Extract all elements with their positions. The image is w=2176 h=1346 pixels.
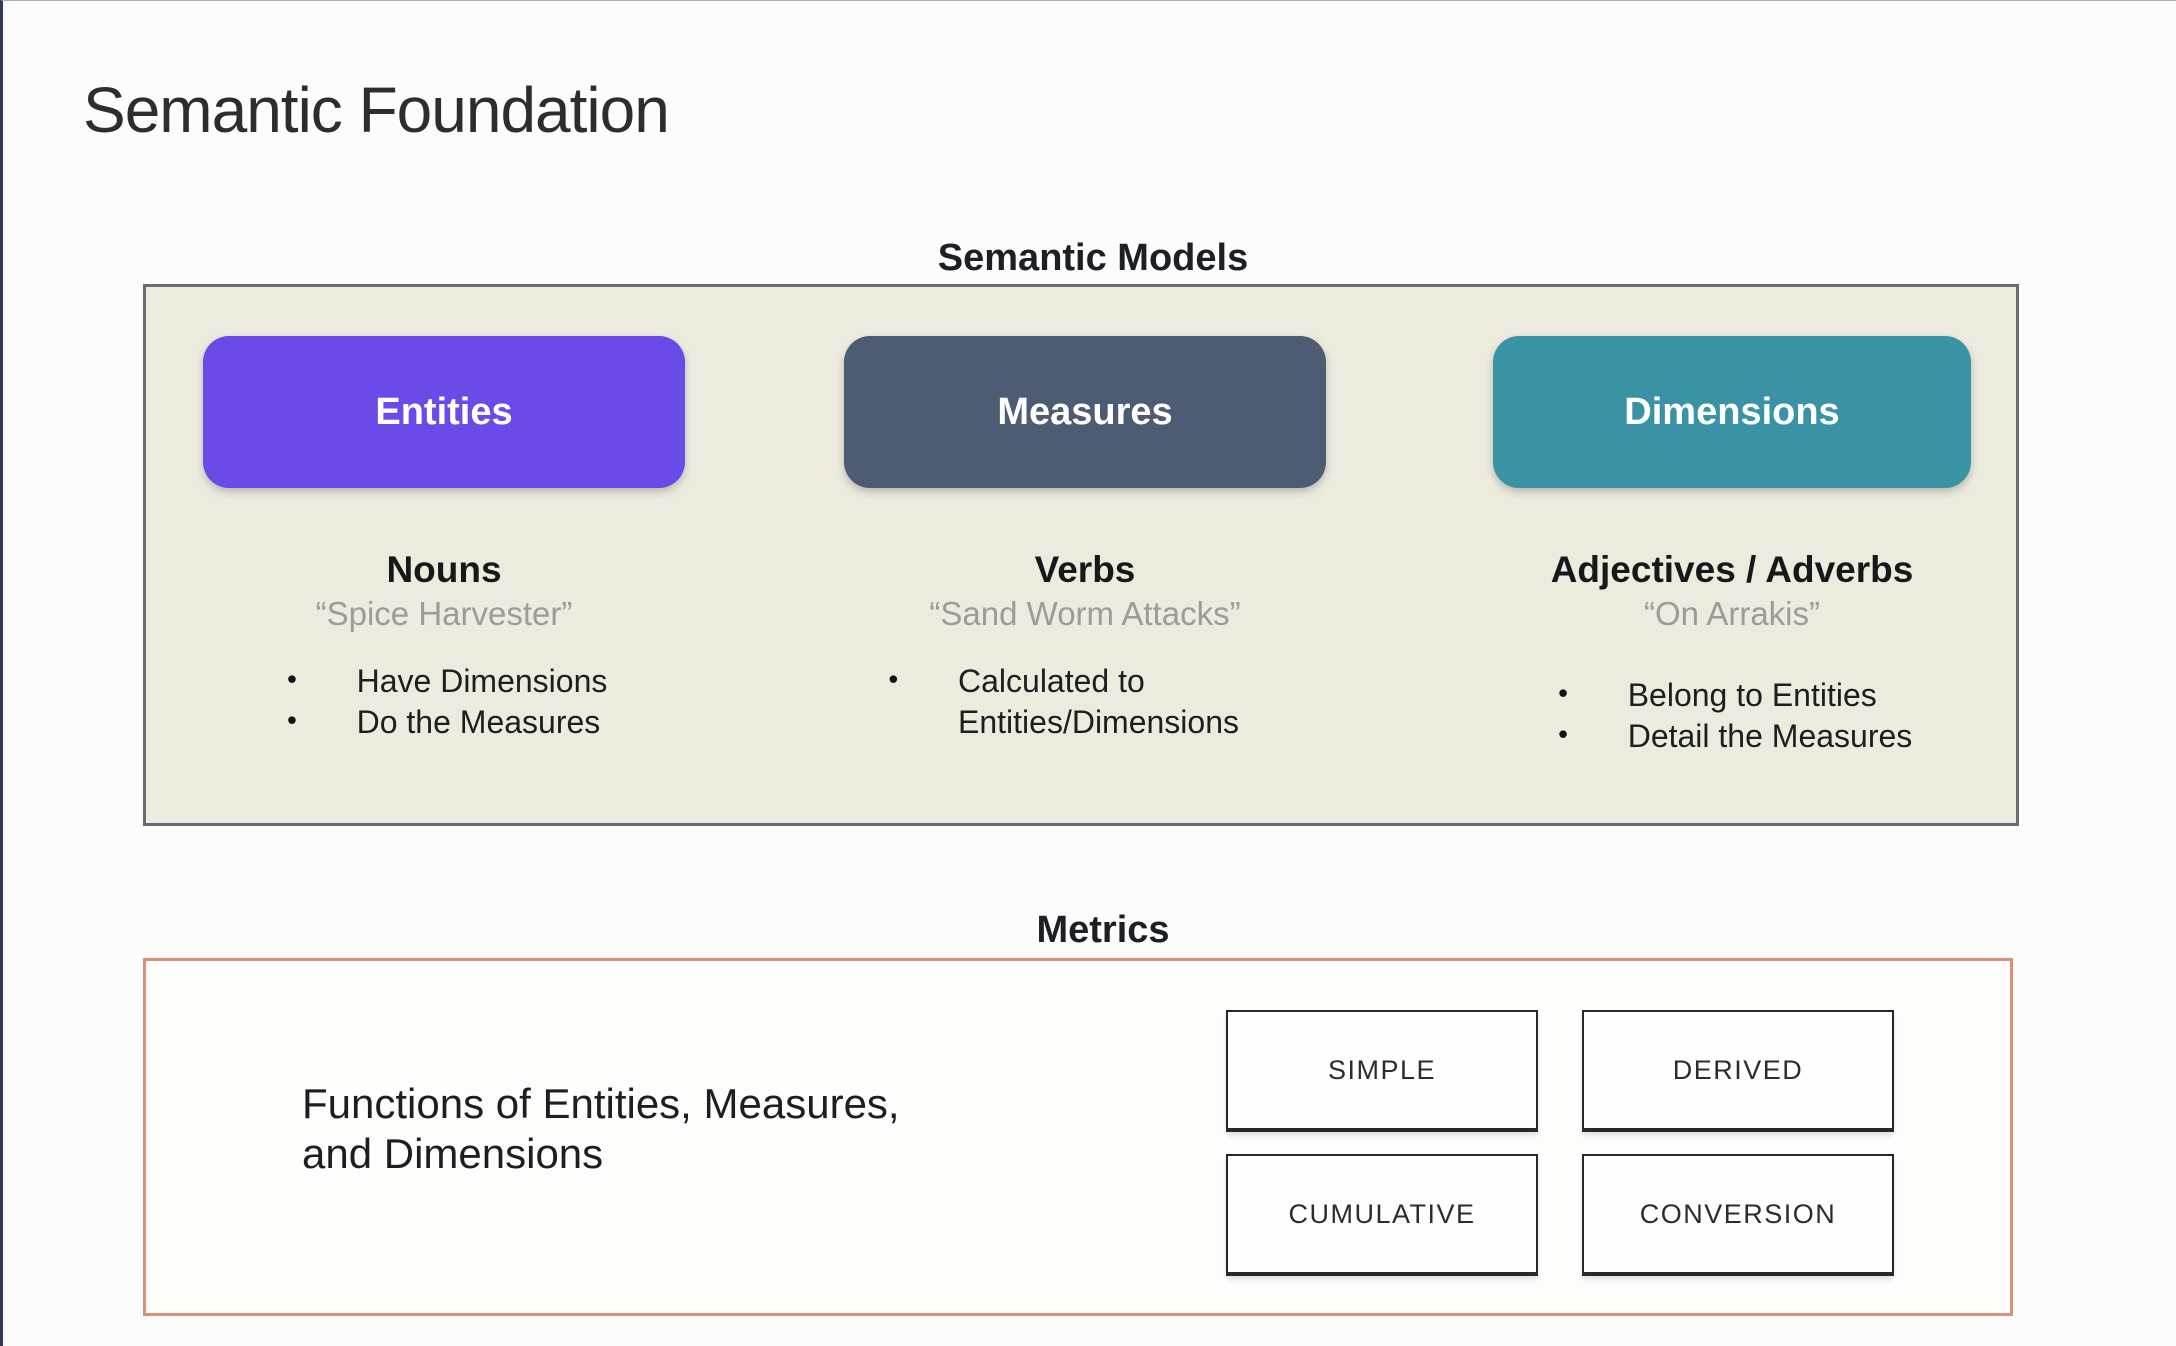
metrics-heading: Metrics bbox=[1036, 909, 1170, 951]
semantic-models-box: Entities Measures Dimensions Nouns “Spic… bbox=[143, 284, 2019, 826]
entities-term: Nouns bbox=[386, 549, 502, 590]
bullet-item: Calculated to Entities/Dimensions bbox=[882, 661, 1288, 743]
measures-term: Verbs bbox=[1034, 549, 1136, 590]
metrics-description-line2: and Dimensions bbox=[302, 1129, 604, 1177]
measures-quote: “Sand Worm Attacks” bbox=[929, 594, 1241, 632]
semantic-models-heading: Semantic Models bbox=[937, 237, 1249, 279]
bullet-item: Have Dimensions bbox=[281, 661, 608, 702]
metrics-box: Functions of Entities, Measures, and Dim… bbox=[143, 958, 2013, 1316]
dimensions-column: Adjectives / Adverbs “On Arrakis” Belong… bbox=[1493, 549, 1971, 757]
metric-type-cumulative: CUMULATIVE bbox=[1226, 1154, 1538, 1276]
dimensions-pill: Dimensions bbox=[1493, 336, 1971, 488]
bullet-item: Do the Measures bbox=[281, 702, 608, 743]
entities-pill: Entities bbox=[203, 336, 685, 488]
entities-bullet-list: Have Dimensions Do the Measures bbox=[281, 661, 608, 743]
entities-column: Nouns “Spice Harvester” Have Dimensions … bbox=[203, 549, 685, 743]
measures-pill: Measures bbox=[844, 336, 1326, 488]
metrics-description-line1: Functions of Entities, Measures, bbox=[302, 1080, 900, 1127]
measures-column: Verbs “Sand Worm Attacks” Calculated to … bbox=[844, 549, 1326, 743]
bullet-item: Detail the Measures bbox=[1552, 716, 1913, 757]
dimensions-term: Adjectives / Adverbs bbox=[1550, 549, 1914, 590]
metric-type-derived: DERIVED bbox=[1582, 1010, 1894, 1132]
measures-bullet-list: Calculated to Entities/Dimensions bbox=[882, 661, 1288, 743]
entities-quote: “Spice Harvester” bbox=[315, 594, 573, 632]
metric-type-simple: SIMPLE bbox=[1226, 1010, 1538, 1132]
metrics-description: Functions of Entities, Measures, and Dim… bbox=[302, 1079, 900, 1178]
dimensions-quote: “On Arrakis” bbox=[1643, 594, 1821, 632]
metric-type-conversion: CONVERSION bbox=[1582, 1154, 1894, 1276]
page-title: Semantic Foundation bbox=[83, 74, 670, 146]
bullet-item: Belong to Entities bbox=[1552, 675, 1913, 716]
dimensions-bullet-list: Belong to Entities Detail the Measures bbox=[1552, 675, 1913, 757]
